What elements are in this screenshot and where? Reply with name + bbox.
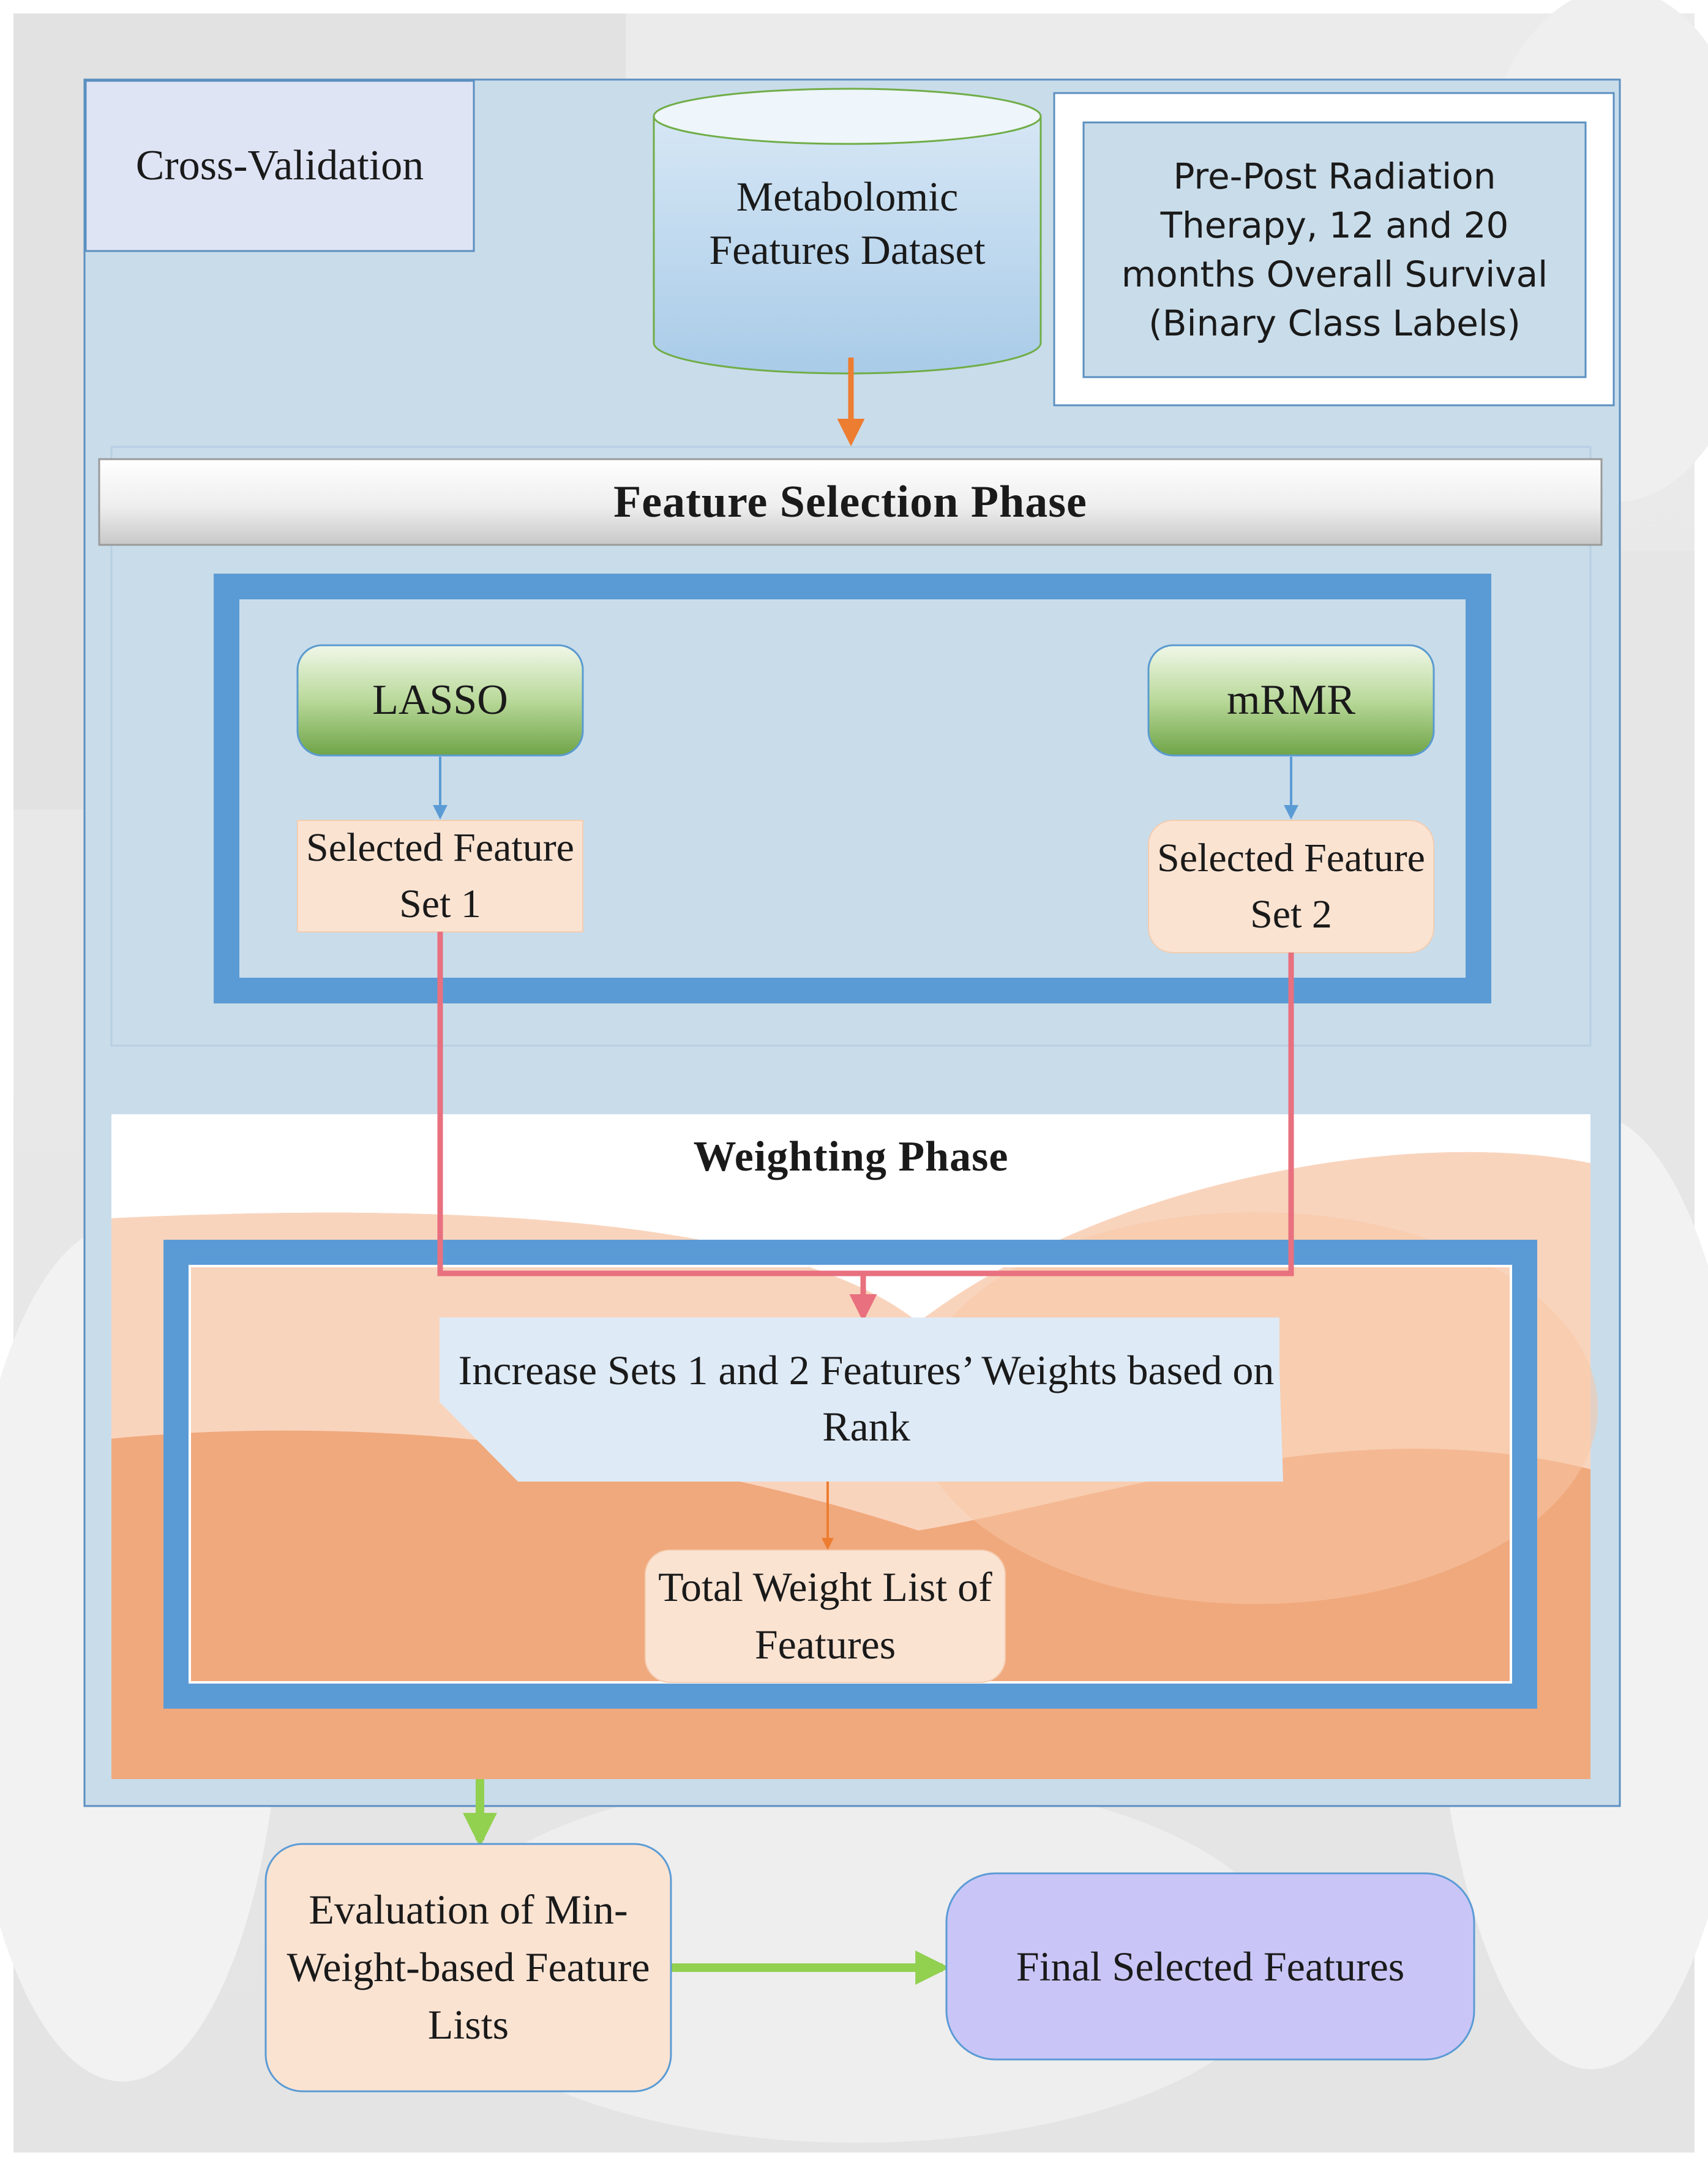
increase-weights-box: Increase Sets 1 and 2 Features’ Weights … — [453, 1322, 1279, 1475]
evaluation-text: Evaluation of Min-Weight-based Feature L… — [287, 1886, 650, 2048]
dataset-cylinder: Metabolomic Features Dataset — [686, 141, 1009, 306]
selected-feature-set-2: Selected Feature Set 2 — [1148, 820, 1434, 953]
evaluation-box: Evaluation of Min-Weight-based Feature L… — [266, 1844, 671, 2091]
final-selected-features-box: Final Selected Features — [946, 1873, 1474, 2059]
lasso-label: LASSO — [372, 676, 508, 724]
set1-label: Selected Feature Set 1 — [306, 825, 574, 926]
class-labels-text: Pre-Post Radiation Therapy, 12 and 20 mo… — [1121, 155, 1548, 345]
cross-validation-label: Cross-Validation — [86, 81, 474, 251]
dataset-label: Metabolomic Features Dataset — [709, 173, 986, 273]
class-labels-box: Pre-Post Radiation Therapy, 12 and 20 mo… — [1087, 126, 1583, 374]
feature-selection-header: Feature Selection Phase — [99, 459, 1601, 545]
set2-label: Selected Feature Set 2 — [1157, 835, 1425, 937]
total-weight-text: Total Weight List of Features — [658, 1564, 992, 1668]
weighting-title-text: Weighting Phase — [693, 1133, 1009, 1180]
mrmr-label: mRMR — [1226, 676, 1356, 724]
weighting-phase-title: Weighting Phase — [111, 1120, 1590, 1194]
total-weight-box: Total Weight List of Features — [645, 1550, 1005, 1682]
selected-feature-set-1: Selected Feature Set 1 — [298, 820, 583, 932]
cross-validation-text: Cross-Validation — [135, 142, 424, 189]
lasso-box: LASSO — [298, 645, 583, 755]
final-text: Final Selected Features — [1016, 1943, 1405, 1990]
increase-weights-text: Increase Sets 1 and 2 Features’ Weights … — [458, 1347, 1275, 1450]
mrmr-box: mRMR — [1148, 645, 1434, 755]
feature-selection-title: Feature Selection Phase — [613, 476, 1087, 527]
